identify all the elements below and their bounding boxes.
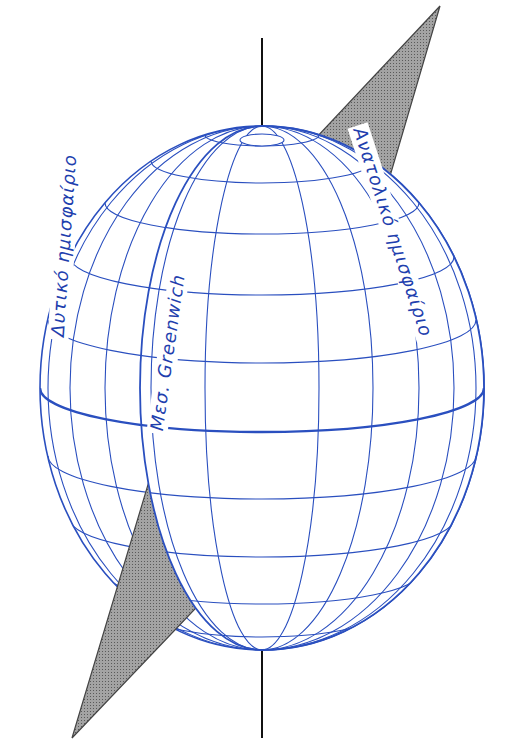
eastern-hemisphere bbox=[40, 126, 484, 650]
western-hemisphere bbox=[40, 126, 484, 650]
earth-axis bbox=[261, 38, 263, 140]
earth-axis bbox=[261, 640, 263, 738]
